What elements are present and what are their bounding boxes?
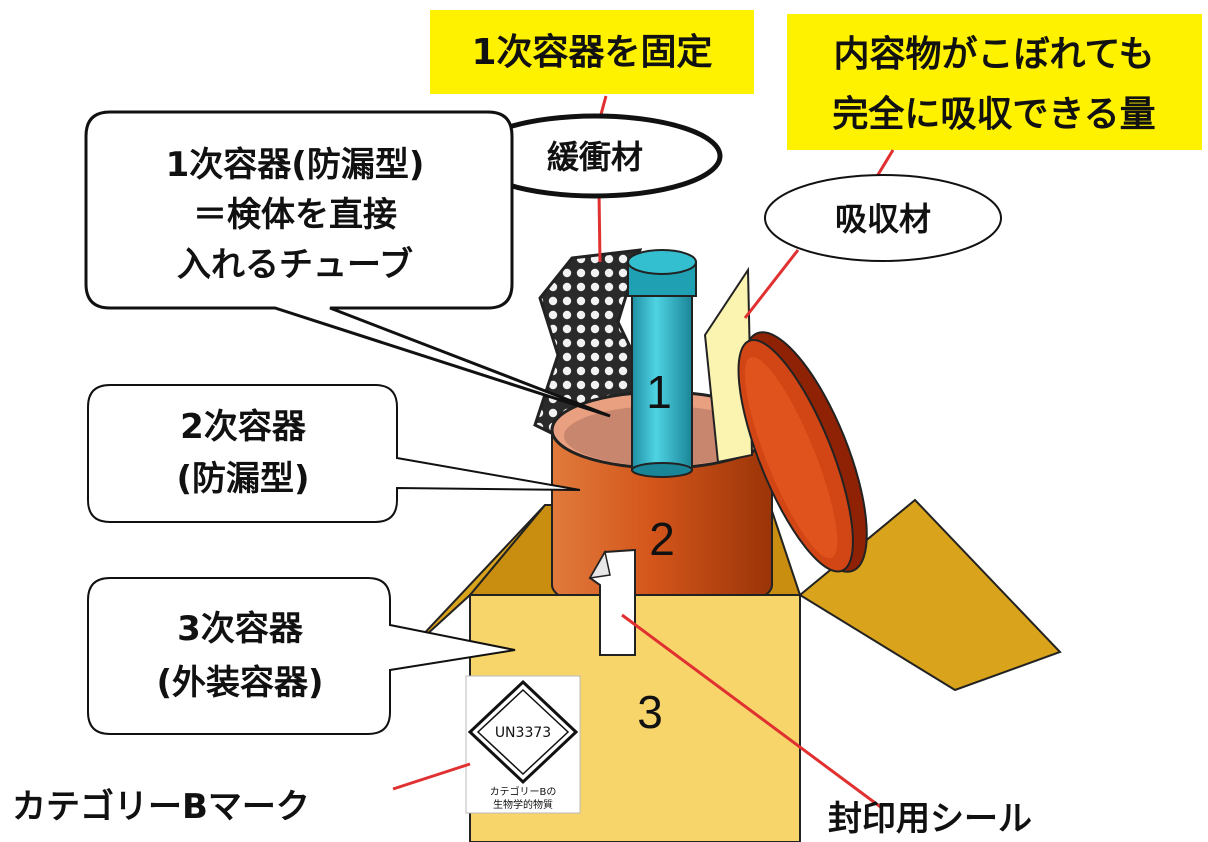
callout-absorbent: 吸収材	[764, 174, 1002, 262]
note-absorb-amount: 内容物がこぼれても 完全に吸収できる量	[787, 14, 1202, 150]
leader-category-b	[392, 762, 471, 791]
primary-tube: 1	[627, 249, 697, 478]
mark-caption-line2: 生物学的物質	[493, 798, 553, 811]
label-category-b-mark: カテゴリーBマーク	[12, 787, 310, 827]
secondary-lid	[737, 331, 868, 573]
un3373-code: UN3373	[495, 725, 551, 741]
absorbent-pad	[703, 266, 754, 464]
callout-tertiary: 3次容器 (外装容器)	[87, 577, 516, 735]
label-seal: 封印用シール	[828, 799, 1032, 839]
callout-cushion-text: 緩衝材	[547, 138, 643, 176]
note-fix-primary-text: 1次容器を固定	[471, 32, 712, 73]
callout-tertiary-line2: (外装容器)	[156, 663, 323, 703]
category-b-mark: UN3373 カテゴリーBの 生物学的物質	[465, 675, 581, 814]
tertiary-number: 3	[637, 686, 663, 738]
primary-number: 1	[646, 366, 672, 418]
callout-primary-line2: ＝検体を直接	[193, 195, 397, 235]
note-absorb-line1: 内容物がこぼれても	[833, 34, 1154, 75]
callout-primary-line1: 1次容器(防漏型)	[166, 145, 425, 185]
secondary-number: 2	[649, 513, 675, 565]
callout-primary: 1次容器(防漏型) ＝検体を直接 入れるチューブ	[84, 110, 611, 418]
leader-absorb-amount	[874, 149, 895, 179]
callout-secondary: 2次容器 (防漏型)	[87, 384, 581, 523]
mark-caption-line1: カテゴリーBの	[490, 785, 557, 798]
callout-primary-line3: 入れるチューブ	[177, 245, 413, 285]
note-absorb-line2: 完全に吸収できる量	[832, 93, 1155, 135]
callout-secondary-line2: (防漏型)	[176, 459, 309, 499]
seal-sticker	[588, 548, 636, 656]
callout-secondary-line1: 2次容器	[180, 407, 307, 447]
callout-absorbent-text: 吸収材	[835, 200, 931, 238]
leader-absorbent	[743, 249, 800, 319]
leader-seal	[621, 613, 883, 810]
note-fix-primary: 1次容器を固定	[430, 10, 754, 94]
callout-tertiary-line1: 3次容器	[177, 609, 304, 649]
